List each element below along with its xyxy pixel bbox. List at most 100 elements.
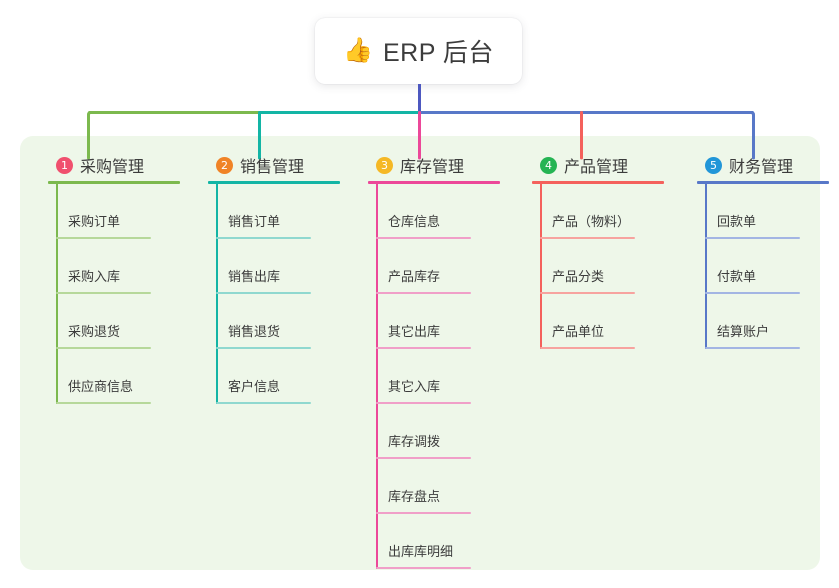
list-item-label: 销售退货	[228, 324, 281, 339]
list-item-label: 出库库明细	[388, 544, 454, 559]
list-item[interactable]: 采购入库	[34, 239, 194, 294]
list-item-label: 产品单位	[552, 324, 605, 339]
column-spine	[216, 184, 218, 404]
list-item-rule	[376, 237, 471, 239]
list-item-rule	[216, 402, 311, 404]
list-item-label: 结算账户	[717, 324, 770, 339]
list-item[interactable]: 回款单	[683, 184, 839, 239]
list-item[interactable]: 销售出库	[194, 239, 354, 294]
list-item-rule	[56, 402, 151, 404]
column-badge-icon: 1	[56, 156, 73, 174]
list-item[interactable]: 出库库明细	[354, 514, 514, 569]
list-item-rule	[540, 347, 635, 349]
list-item-rule	[705, 347, 800, 349]
column-items: 产品（物料） 产品分类产品单位	[518, 184, 678, 349]
list-item-label: 其它出库	[388, 324, 441, 339]
list-item[interactable]: 其它出库	[354, 294, 514, 349]
list-item-label: 供应商信息	[68, 379, 134, 394]
list-item-rule	[56, 347, 151, 349]
list-item-label: 产品库存	[388, 269, 441, 284]
list-item[interactable]: 供应商信息	[34, 349, 194, 404]
thumbs-up-icon: 👍	[343, 37, 373, 64]
list-item-label: 回款单	[717, 214, 757, 229]
list-item[interactable]: 库存调拨	[354, 404, 514, 459]
list-item-rule	[376, 567, 471, 569]
column-badge-icon: 5	[705, 156, 722, 174]
list-item[interactable]: 仓库信息	[354, 184, 514, 239]
column-5: 5 财务管理回款单付款单结算账户	[683, 146, 839, 349]
list-item-label: 采购入库	[68, 269, 121, 284]
list-item-label: 其它入库	[388, 379, 441, 394]
column-title: 库存管理	[400, 159, 465, 176]
list-item[interactable]: 付款单	[683, 239, 839, 294]
column-spine	[56, 184, 58, 404]
list-item[interactable]: 产品库存	[354, 239, 514, 294]
column-items: 销售订单销售出库销售退货客户信息	[194, 184, 354, 404]
list-item-rule	[705, 292, 800, 294]
column-header-rule	[48, 181, 180, 184]
list-item-rule	[216, 292, 311, 294]
list-item[interactable]: 库存盘点	[354, 459, 514, 514]
column-4: 4 产品管理产品（物料） 产品分类产品单位	[518, 146, 678, 349]
list-item-label: 库存调拨	[388, 434, 441, 449]
column-items: 采购订单采购入库采购退货供应商信息	[34, 184, 194, 404]
list-item[interactable]: 销售退货	[194, 294, 354, 349]
column-3: 3 库存管理仓库信息产品库存其它出库其它入库库存调拨库存盘点出库库明细	[354, 146, 514, 569]
column-items: 仓库信息产品库存其它出库其它入库库存调拨库存盘点出库库明细	[354, 184, 514, 569]
list-item[interactable]: 采购退货	[34, 294, 194, 349]
column-header-2[interactable]: 2 销售管理	[194, 146, 354, 184]
list-item-label: 产品（物料）	[552, 214, 631, 229]
column-badge-icon: 2	[216, 156, 233, 174]
column-spine	[540, 184, 542, 349]
list-item-rule	[540, 292, 635, 294]
column-header-4[interactable]: 4 产品管理	[518, 146, 678, 184]
root-node-card[interactable]: 👍 ERP 后台	[315, 18, 522, 84]
list-item-rule	[376, 457, 471, 459]
list-item-label: 销售出库	[228, 269, 281, 284]
column-title: 财务管理	[729, 159, 794, 176]
column-header-rule	[368, 181, 500, 184]
list-item-label: 客户信息	[228, 379, 281, 394]
column-items: 回款单付款单结算账户	[683, 184, 839, 349]
branches-panel	[20, 136, 820, 570]
root-node-title: ERP 后台	[382, 39, 494, 67]
list-item[interactable]: 客户信息	[194, 349, 354, 404]
column-header-rule	[208, 181, 340, 184]
column-title: 销售管理	[240, 159, 305, 176]
list-item[interactable]: 销售订单	[194, 184, 354, 239]
column-badge-icon: 4	[540, 156, 557, 174]
column-badge-icon: 3	[376, 156, 393, 174]
column-title: 产品管理	[564, 159, 629, 176]
list-item-label: 采购退货	[68, 324, 121, 339]
list-item-rule	[216, 237, 311, 239]
list-item[interactable]: 其它入库	[354, 349, 514, 404]
column-2: 2 销售管理销售订单销售出库销售退货客户信息	[194, 146, 354, 404]
list-item-rule	[540, 237, 635, 239]
column-header-rule	[532, 181, 664, 184]
list-item-rule	[376, 292, 471, 294]
list-item-rule	[56, 237, 151, 239]
list-item-rule	[216, 347, 311, 349]
list-item-rule	[376, 402, 471, 404]
list-item[interactable]: 产品（物料）	[518, 184, 678, 239]
column-1: 1 采购管理采购订单采购入库采购退货供应商信息	[34, 146, 194, 404]
column-title: 采购管理	[80, 159, 145, 176]
column-header-1[interactable]: 1 采购管理	[34, 146, 194, 184]
list-item-label: 仓库信息	[388, 214, 441, 229]
list-item[interactable]: 产品分类	[518, 239, 678, 294]
list-item-label: 销售订单	[228, 214, 281, 229]
list-item-rule	[705, 237, 800, 239]
column-header-5[interactable]: 5 财务管理	[683, 146, 839, 184]
list-item[interactable]: 产品单位	[518, 294, 678, 349]
list-item[interactable]: 结算账户	[683, 294, 839, 349]
list-item-rule	[56, 292, 151, 294]
list-item-label: 产品分类	[552, 269, 605, 284]
list-item-label: 付款单	[717, 269, 757, 284]
list-item-label: 采购订单	[68, 214, 121, 229]
list-item-rule	[376, 512, 471, 514]
column-spine	[376, 184, 378, 569]
list-item[interactable]: 采购订单	[34, 184, 194, 239]
column-header-3[interactable]: 3 库存管理	[354, 146, 514, 184]
list-item-rule	[376, 347, 471, 349]
